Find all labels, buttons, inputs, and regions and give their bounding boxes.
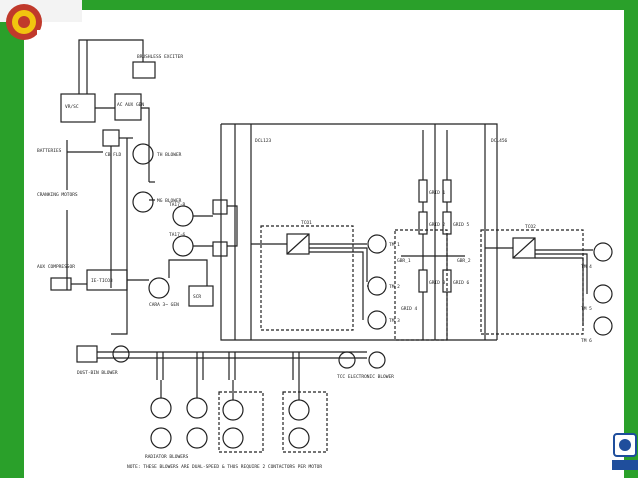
tco2-blower-motor — [288, 399, 310, 421]
tm4-label: TM 4 — [581, 264, 592, 270]
ta17-6-label: TA17-6 — [169, 232, 186, 238]
tm2-circle — [367, 276, 387, 296]
grid-resistor-box — [394, 229, 448, 341]
tco1-blower-motor — [222, 399, 244, 421]
grid2-label: GRID 2 — [429, 222, 446, 228]
dcl123-label: DCL123 — [255, 138, 272, 144]
brushless-exciter-box — [132, 61, 156, 79]
ta17-b-label: TA17-B — [169, 202, 186, 208]
ac-aux-gen-box — [114, 93, 142, 121]
vr-sc-label: VR/SC — [65, 104, 79, 110]
dust-bin-blower-circle — [112, 345, 130, 363]
tm3-label: TM 3 — [389, 318, 400, 324]
tco1-blower-fan — [222, 427, 244, 449]
tco2-blower-fan — [288, 427, 310, 449]
dcl456-label: DCL456 — [491, 138, 508, 144]
tco2-blower-box — [282, 391, 328, 453]
diagram-panel: BRUSHLESS EXCITER VR/SC AC AUX GEN BATTE… — [37, 30, 615, 476]
ta17-b-gen-circle — [172, 205, 194, 227]
tm1-circle — [367, 234, 387, 254]
left-green-bar — [0, 0, 24, 478]
ac-aux-gen-label: AC AUX GEN — [117, 102, 144, 108]
mg-blower-label: MG BLOWER — [157, 198, 182, 204]
radiator-blower-2-fan — [186, 427, 208, 449]
gbr2-label: GBR_2 — [457, 258, 471, 264]
railway-logo-icon — [6, 4, 42, 40]
dust-bin-blower-label: DUST-BIN BLOWER — [77, 370, 118, 376]
mg-blower-circle — [132, 191, 154, 213]
radiator-blowers-label: RADIATOR BLOWERS — [145, 454, 189, 460]
grid3-label: GRID 3 — [429, 280, 446, 286]
tcc-blower-circle — [338, 351, 356, 369]
grid2-resistor — [418, 211, 428, 235]
cb-fld-label: CB FLD — [105, 152, 122, 158]
tm5-label: TM 5 — [581, 306, 592, 312]
grid1-resistor — [418, 179, 428, 203]
tco2-label: TCO2 — [525, 224, 536, 230]
aux-compressor-box — [50, 277, 72, 291]
right-green-bar — [624, 10, 638, 478]
tm1-label: TM 1 — [389, 242, 400, 248]
radiator-blower-1-fan — [150, 427, 172, 449]
gbr1-label: GBR_1 — [397, 258, 411, 264]
grid1-label: GRID 1 — [429, 190, 446, 196]
radiator-blower-2-motor — [186, 397, 208, 419]
batteries-label: BATTERIES — [37, 148, 62, 154]
tm6-circle — [593, 316, 613, 336]
tco1-blower-box — [218, 391, 264, 453]
note-label: NOTE: THESE BLOWERS ARE DUAL-SPEED & THU… — [127, 464, 322, 470]
aux-compressor-label: AUX COMPRESSOR — [37, 264, 75, 270]
rectifier-2-box — [212, 241, 228, 257]
tcc-gen-circle — [368, 351, 386, 369]
cranking-motors-label: CRANKING MOTORS — [37, 192, 78, 198]
ta17-6-gen-circle — [172, 235, 194, 257]
th-blower-label: TH BLOWER — [157, 152, 182, 158]
grid4-label: GRID 4 — [401, 306, 418, 312]
rectifier-1-box — [212, 199, 228, 215]
scr-box — [188, 285, 214, 307]
corner-brand-icon — [612, 433, 638, 470]
tco2-box — [480, 229, 584, 335]
tco1-label: TCO1 — [301, 220, 312, 226]
grid5-label: GRID 5 — [453, 222, 470, 228]
tm3-circle — [367, 310, 387, 330]
top-green-bar — [0, 0, 638, 10]
power-circuit-diagram: BRUSHLESS EXCITER VR/SC AC AUX GEN BATTE… — [37, 39, 613, 470]
tco1-box — [260, 225, 354, 331]
tm5-circle — [593, 284, 613, 304]
scr-label: SCR — [193, 294, 201, 300]
tm6-label: TM 6 — [581, 338, 592, 344]
th-blower-circle — [132, 143, 154, 165]
ie-tico3-label: IE-TICO3 — [91, 278, 113, 284]
radiator-blower-1-motor — [150, 397, 172, 419]
grid6-label: GRID 6 — [453, 280, 470, 286]
cara-gen-label: CARA 3~ GEN — [149, 302, 179, 308]
cb-fld-box — [102, 129, 120, 147]
tcc-blower-label: TCC ELECTRONIC BLOWER — [337, 374, 394, 380]
tm2-label: TM 2 — [389, 284, 400, 290]
dust-bin-gen-box — [76, 345, 98, 363]
cara-gen-circle — [148, 277, 170, 299]
brushless-exciter-label: BRUSHLESS EXCITER — [137, 54, 183, 60]
grid3-resistor — [418, 269, 428, 293]
tm4-circle — [593, 242, 613, 262]
